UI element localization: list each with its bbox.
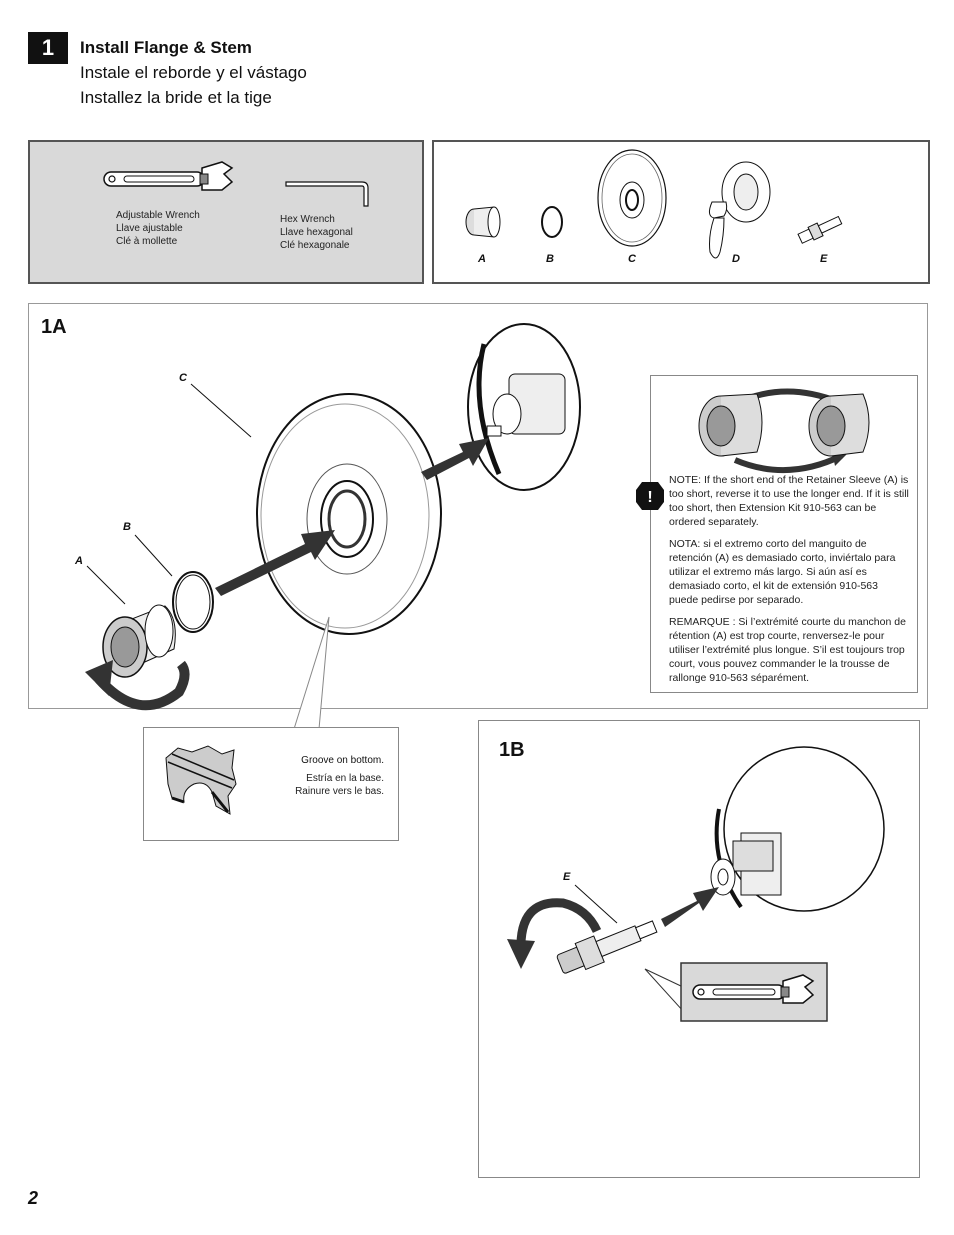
tool-label-line: Clé à mollette (116, 236, 178, 247)
part-label-b: B (546, 253, 554, 265)
panel-1a-label: 1A (41, 316, 67, 338)
callout-b: B (123, 521, 131, 533)
tool-label-line: Adjustable Wrench (116, 210, 200, 221)
panel-1b-label: 1B (499, 739, 525, 761)
groove-text-es: Estría en la base. (306, 773, 384, 784)
part-label-a: A (478, 253, 486, 265)
retainer-sleeve-icon (465, 206, 501, 238)
stem-install-illustration (507, 746, 885, 1022)
callout-e: E (563, 871, 571, 883)
note-text-en: NOTE: If the short end of the Retainer S… (669, 474, 909, 528)
warning-icon: ! (636, 482, 664, 510)
step-number-badge: 1 (28, 32, 68, 64)
stem-extension-icon (797, 215, 843, 244)
step-title-fr: Installez la bride et la tige (80, 88, 272, 107)
hex-wrench-icon (285, 181, 369, 207)
groove-text-en: Groove on bottom. (301, 755, 384, 766)
adjustable-wrench-icon (692, 974, 815, 1004)
flange-illustration (85, 323, 581, 730)
step-title-es: Instale el reborde y el vástago (80, 63, 307, 82)
note-text-fr: REMARQUE : Si l’extrémité courte du manc… (669, 616, 906, 684)
groove-text-fr: Rainure vers le bas. (295, 786, 384, 797)
part-label-d: D (732, 253, 740, 265)
sleeve-reverse-illustration (698, 388, 870, 474)
part-label-e: E (820, 253, 828, 265)
page-number: 2 (28, 1188, 39, 1208)
flange-icon (597, 149, 667, 247)
part-label-c: C (628, 253, 636, 265)
callout-a: A (75, 555, 83, 567)
panel-1b: 1B E (478, 720, 920, 1178)
groove-detail-illustration (165, 745, 237, 815)
groove-detail-box: Groove on bottom. Estría en la base. Rai… (143, 727, 399, 841)
tool-label-line: Hex Wrench (280, 214, 335, 225)
note-text-es: NOTA: si el extremo corto del manguito d… (669, 538, 896, 606)
step-title-en: Install Flange & Stem (80, 38, 252, 57)
tool-label-line: Llave hexagonal (280, 227, 353, 238)
parts-box: A B C D E (432, 140, 930, 284)
o-ring-icon (541, 206, 563, 238)
tool-label-line: Clé hexagonale (280, 240, 350, 251)
svg-text:!: ! (647, 489, 652, 506)
adjustable-wrench-icon (103, 161, 234, 191)
tools-box: Adjustable Wrench Llave ajustable Clé à … (28, 140, 424, 284)
lever-handle-icon (708, 161, 771, 259)
note-box: NOTE: If the short end of the Retainer S… (650, 375, 918, 693)
callout-c: C (179, 372, 187, 384)
panel-1a: 1A C B A (28, 303, 928, 730)
tool-label-line: Llave ajustable (116, 223, 183, 234)
